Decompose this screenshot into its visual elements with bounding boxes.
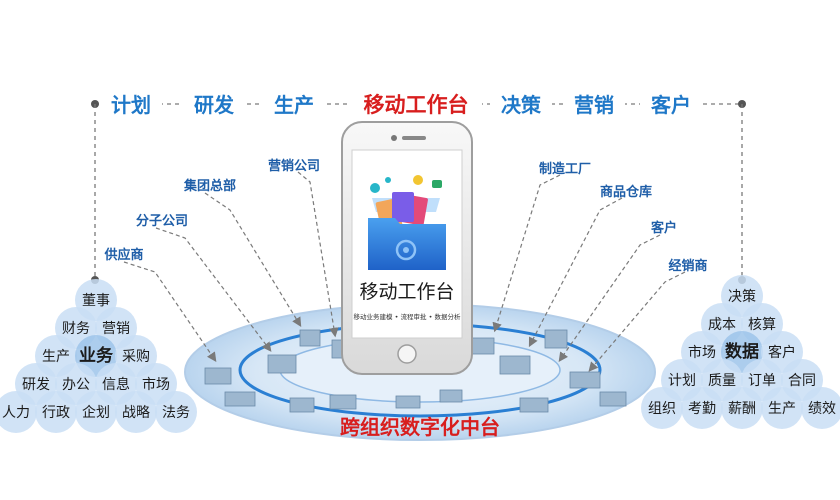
phone-mockup: 移动工作台 移动业务建模 • 流程审批 • 数据分析 bbox=[341, 121, 473, 375]
bubble bbox=[641, 387, 683, 429]
bubble-label: 质量 bbox=[708, 373, 736, 389]
bubble bbox=[115, 391, 157, 433]
pillar-marketing: 营销 bbox=[574, 93, 614, 117]
label-dealer: 经销商 bbox=[668, 258, 707, 274]
phone-home-button bbox=[397, 344, 417, 364]
pillar-plan: 计划 bbox=[111, 93, 151, 117]
bubble-label: 采购 bbox=[122, 349, 150, 365]
bubble-label: 行政 bbox=[42, 405, 70, 421]
bubble-label: 市场 bbox=[142, 376, 170, 393]
bubble-label: 人力 bbox=[2, 405, 30, 421]
right-bubble-pyramid: 决策成本核算市场数据客户计划质量订单合同组织考勤薪酬生产绩效 bbox=[641, 275, 840, 429]
bubble bbox=[35, 391, 77, 433]
node-labels: 集团总部 分子公司 供应商 营销公司 制造工厂 商品仓库 客户 经销商 bbox=[103, 158, 707, 274]
bubble-label: 财务 bbox=[62, 321, 90, 337]
bubble-label: 董事 bbox=[82, 293, 110, 309]
bubble-label: 决策 bbox=[728, 288, 756, 305]
bubble bbox=[801, 387, 840, 429]
bubble bbox=[155, 391, 197, 433]
platform-title: 跨组织数字化中台 bbox=[340, 415, 500, 439]
bubble-label: 法务 bbox=[162, 405, 190, 421]
left-bubble-pyramid: 董事财务营销生产业务采购研发办公信息市场人力行政企划战略法务 bbox=[0, 279, 197, 433]
bubble-label: 绩效 bbox=[808, 401, 836, 417]
bubble-label: 计划 bbox=[668, 373, 696, 389]
bubble bbox=[761, 387, 803, 429]
bubble bbox=[681, 387, 723, 429]
pillar-rnd: 研发 bbox=[194, 93, 235, 117]
bubble-label: 组织 bbox=[648, 401, 676, 417]
folder-icon bbox=[368, 175, 446, 270]
bubble bbox=[721, 387, 763, 429]
bubble-label: 企划 bbox=[82, 404, 110, 421]
bubble-label: 成本 bbox=[708, 317, 736, 333]
bubble-label: 业务 bbox=[79, 345, 114, 366]
bubble-label: 合同 bbox=[788, 373, 816, 389]
label-supplier: 供应商 bbox=[103, 247, 143, 263]
bubble bbox=[75, 391, 117, 433]
label-factory: 制造工厂 bbox=[539, 161, 591, 177]
connector-lines bbox=[123, 171, 686, 372]
phone-subtitle: 移动业务建模 • 流程审批 • 数据分析 bbox=[354, 312, 461, 321]
bubble-label: 考勤 bbox=[688, 401, 716, 417]
bubble-label: 战略 bbox=[122, 405, 150, 421]
bubble-label: 办公 bbox=[62, 377, 90, 393]
label-subsidiary: 分子公司 bbox=[136, 213, 188, 229]
bubble-label: 生产 bbox=[768, 401, 796, 417]
bubble-label: 订单 bbox=[748, 373, 776, 389]
bubble-label: 生产 bbox=[42, 349, 70, 365]
label-customer: 客户 bbox=[651, 220, 677, 236]
pillar-production: 生产 bbox=[274, 93, 314, 117]
label-warehouse: 商品仓库 bbox=[600, 184, 652, 200]
top-pillar-row: 计划 研发 生产 移动工作台 决策 营销 客户 bbox=[100, 88, 702, 120]
bubble-label: 营销 bbox=[102, 321, 130, 337]
phone-title: 移动工作台 bbox=[359, 281, 454, 303]
bubble-label: 核算 bbox=[748, 317, 776, 333]
bubble-label: 薪酬 bbox=[728, 401, 756, 417]
bubble-label: 市场 bbox=[688, 344, 716, 361]
pillar-decision: 决策 bbox=[501, 93, 542, 117]
pillar-mobile-workbench: 移动工作台 bbox=[364, 93, 469, 117]
bubble-label: 客户 bbox=[768, 344, 796, 361]
label-group-hq: 集团总部 bbox=[183, 178, 236, 194]
pillar-customer: 客户 bbox=[650, 93, 691, 117]
bubble-label: 信息 bbox=[102, 376, 130, 393]
bubble-label: 研发 bbox=[22, 377, 50, 393]
bubble-label: 数据 bbox=[725, 341, 759, 362]
bubble bbox=[0, 391, 37, 433]
label-marketing-company: 营销公司 bbox=[268, 158, 320, 174]
